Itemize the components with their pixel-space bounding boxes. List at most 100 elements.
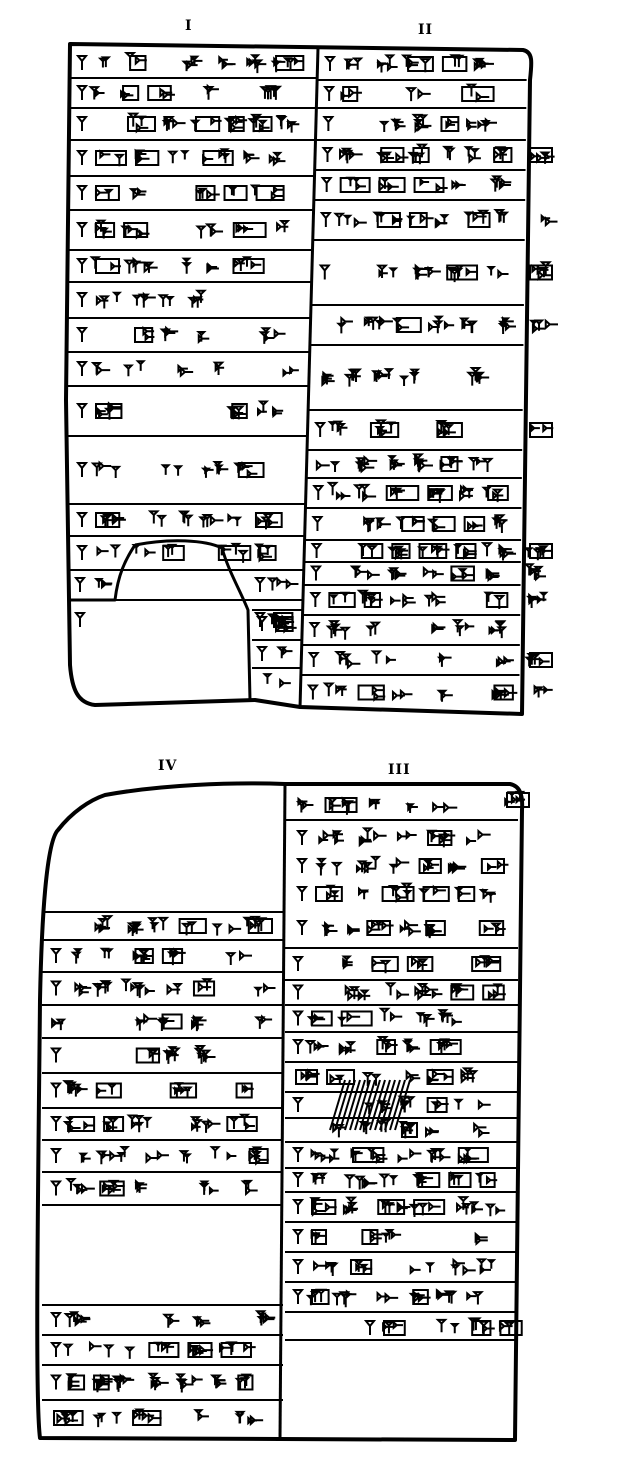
wedge-horizontal (368, 797, 380, 808)
wedge-vertical (109, 544, 122, 558)
wedge-vertical (111, 1411, 123, 1424)
line-initial-vertical-wedge (49, 1342, 63, 1357)
wedge-horizontal (395, 856, 410, 869)
wedge-horizontal (346, 657, 361, 670)
wedge-horizontal (102, 515, 112, 525)
wedge-horizontal (348, 148, 363, 161)
line-initial-vertical-wedge (75, 55, 89, 70)
wedge-vertical (131, 544, 142, 554)
wedge-horizontal (136, 1183, 147, 1194)
wedge-vertical (485, 891, 497, 903)
wedge-vertical (178, 1150, 190, 1162)
wedge-horizontal (402, 596, 416, 609)
wedge-vertical (444, 147, 456, 161)
wedge-vertical (497, 323, 509, 334)
wedge-vertical (429, 1147, 441, 1161)
wedge-horizontal (74, 981, 88, 993)
wedge-horizontal (272, 408, 283, 419)
line-initial-vertical-wedge (310, 543, 323, 558)
wedge-horizontal (245, 1184, 258, 1197)
wedge-horizontal (363, 454, 378, 467)
wedge-vertical (275, 115, 287, 127)
line-initial-vertical-wedge (291, 1010, 305, 1026)
damage-hatching (359, 1079, 376, 1131)
damage-hatching (394, 1079, 411, 1131)
wedge-vertical (334, 650, 347, 665)
wedge-vertical (486, 266, 497, 276)
wedge-horizontal (273, 328, 286, 340)
wedge-vertical (95, 1150, 108, 1165)
wedge-vertical (380, 1232, 391, 1243)
wedge-vertical (478, 888, 489, 899)
wedge-horizontal (276, 576, 288, 588)
wedge-vertical (327, 421, 338, 432)
sign-box (95, 222, 116, 238)
sign-box (455, 543, 477, 559)
damage-hatching (334, 1079, 351, 1131)
wedge-horizontal (530, 423, 540, 433)
wedge-horizontal (447, 862, 462, 875)
wedge-vertical (365, 545, 378, 559)
wedge-horizontal (417, 119, 432, 132)
sign-box (485, 592, 509, 608)
wedge-horizontal (485, 567, 499, 580)
wedge-vertical (62, 1080, 75, 1094)
sign-box (408, 212, 428, 228)
wedge-horizontal (428, 321, 440, 333)
wedge-vertical (122, 364, 134, 377)
wedge-vertical (333, 212, 346, 227)
sign-box (99, 1180, 125, 1197)
wedge-horizontal (256, 406, 267, 417)
wedge-horizontal (462, 569, 475, 581)
sign-box (380, 147, 405, 163)
wedge-horizontal (467, 122, 477, 132)
obverse-tablet (64, 42, 534, 716)
wedge-horizontal (164, 327, 176, 339)
wedge-horizontal (202, 153, 214, 165)
wedge-horizontal (483, 923, 494, 934)
sign-box (95, 1082, 122, 1099)
wedge-horizontal (272, 184, 283, 195)
wedge-vertical (102, 981, 113, 992)
wedge-horizontal (391, 1229, 402, 1240)
sign-box (275, 55, 305, 71)
sign-box (425, 920, 446, 936)
wedge-vertical (102, 1344, 115, 1358)
wedge-horizontal (285, 578, 299, 590)
wedge-vertical (376, 1036, 389, 1050)
line-initial-vertical-wedge (291, 1172, 305, 1187)
sign-box (529, 147, 553, 163)
sign-box (400, 1122, 419, 1138)
wedge-horizontal (487, 990, 499, 1001)
wedge-horizontal (190, 55, 203, 67)
damage-hatching (349, 1079, 366, 1131)
wedge-vertical (388, 1175, 399, 1186)
wedge-vertical (330, 861, 343, 876)
line-initial-vertical-wedge (49, 980, 63, 996)
line-initial-vertical-wedge (291, 956, 305, 971)
wedge-vertical (204, 223, 217, 237)
wedge-horizontal (362, 490, 377, 503)
wedge-horizontal (199, 1318, 211, 1329)
wedge-horizontal (258, 122, 270, 133)
wedge-vertical (162, 1050, 175, 1064)
wedge-vertical (131, 982, 144, 997)
wedge-horizontal (451, 571, 463, 582)
wedge-horizontal (270, 190, 284, 202)
wedge-vertical (326, 481, 339, 496)
sign-box (366, 920, 391, 936)
sign-box (311, 1289, 330, 1305)
wedge-vertical (403, 1038, 414, 1049)
wedge-vertical (378, 120, 390, 133)
wedge-horizontal (96, 545, 109, 557)
wedge-vertical (309, 1291, 321, 1303)
wedge-vertical (262, 673, 273, 684)
sign-box (457, 886, 476, 902)
wedge-horizontal (492, 490, 504, 501)
wedge-horizontal (249, 1414, 264, 1427)
wedge-horizontal (538, 656, 550, 667)
sign-box (360, 543, 384, 559)
wedge-vertical (237, 549, 250, 563)
wedge-horizontal (102, 226, 112, 237)
